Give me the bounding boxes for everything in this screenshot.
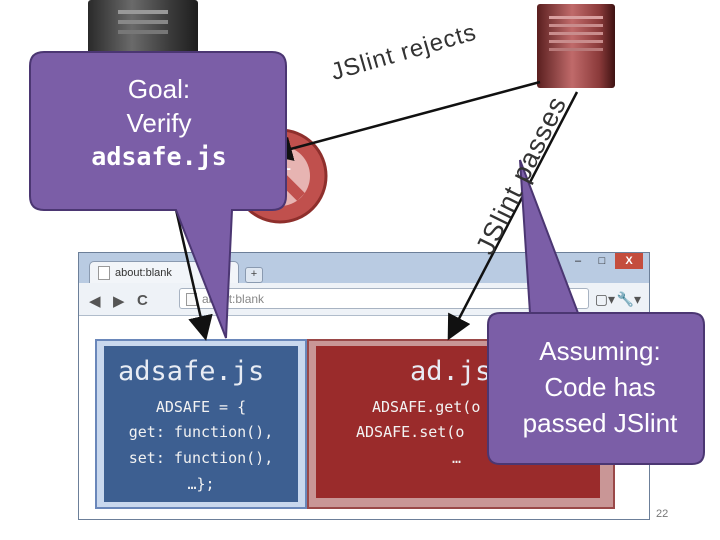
- assuming-line: Code has: [544, 372, 656, 402]
- rejects-arrow: [267, 80, 541, 161]
- adsafe-code-line: …};: [187, 475, 215, 493]
- address-bar[interactable]: about:blank: [179, 288, 589, 309]
- right-server-image: [537, 4, 615, 88]
- goal-line: Goal:: [127, 74, 191, 104]
- assuming-callout-text: Assuming: Code has passed JSlint: [500, 333, 700, 441]
- minimize-button[interactable]: –: [574, 255, 582, 267]
- goal-callout: [29, 51, 287, 339]
- ad-code-line: …: [452, 449, 462, 467]
- adsafe-code-line: ADSAFE = {: [155, 398, 247, 416]
- ad-code-line: ADSAFE.get(o: [372, 398, 481, 416]
- new-tab-button[interactable]: +: [245, 267, 263, 283]
- assuming-line: passed JSlint: [522, 408, 678, 438]
- passes-arrow: [447, 91, 579, 341]
- adsafe-code-line: get: function(),: [128, 423, 274, 441]
- adsafe-panel: [104, 346, 298, 502]
- tab-title: about:blank: [115, 266, 172, 279]
- assuming-callout: [487, 159, 705, 465]
- adsafe-code-line: set: function(),: [128, 449, 274, 467]
- goal-line: Verify: [126, 108, 192, 138]
- goal-filename: adsafe.js: [91, 142, 227, 171]
- ad-title: ad.js: [410, 356, 492, 387]
- ad-code-line: ADSAFE.set(o: [356, 423, 465, 441]
- reload-button[interactable]: C: [137, 292, 148, 309]
- slide-number: 22: [656, 508, 669, 520]
- goal-callout-text: Goal: Verify adsafe.js: [40, 72, 278, 174]
- back-button[interactable]: ◀: [89, 293, 101, 310]
- tools-menu-icon[interactable]: 🔧▾: [616, 291, 641, 307]
- page-icon: [98, 265, 110, 280]
- maximize-button[interactable]: □: [598, 255, 606, 267]
- page-menu-icon[interactable]: ▢▾: [594, 291, 615, 307]
- assuming-line: Assuming:: [539, 336, 661, 366]
- close-button[interactable]: X: [615, 253, 643, 269]
- forward-button[interactable]: ▶: [113, 293, 125, 310]
- adsafe-title: adsafe.js: [118, 356, 265, 387]
